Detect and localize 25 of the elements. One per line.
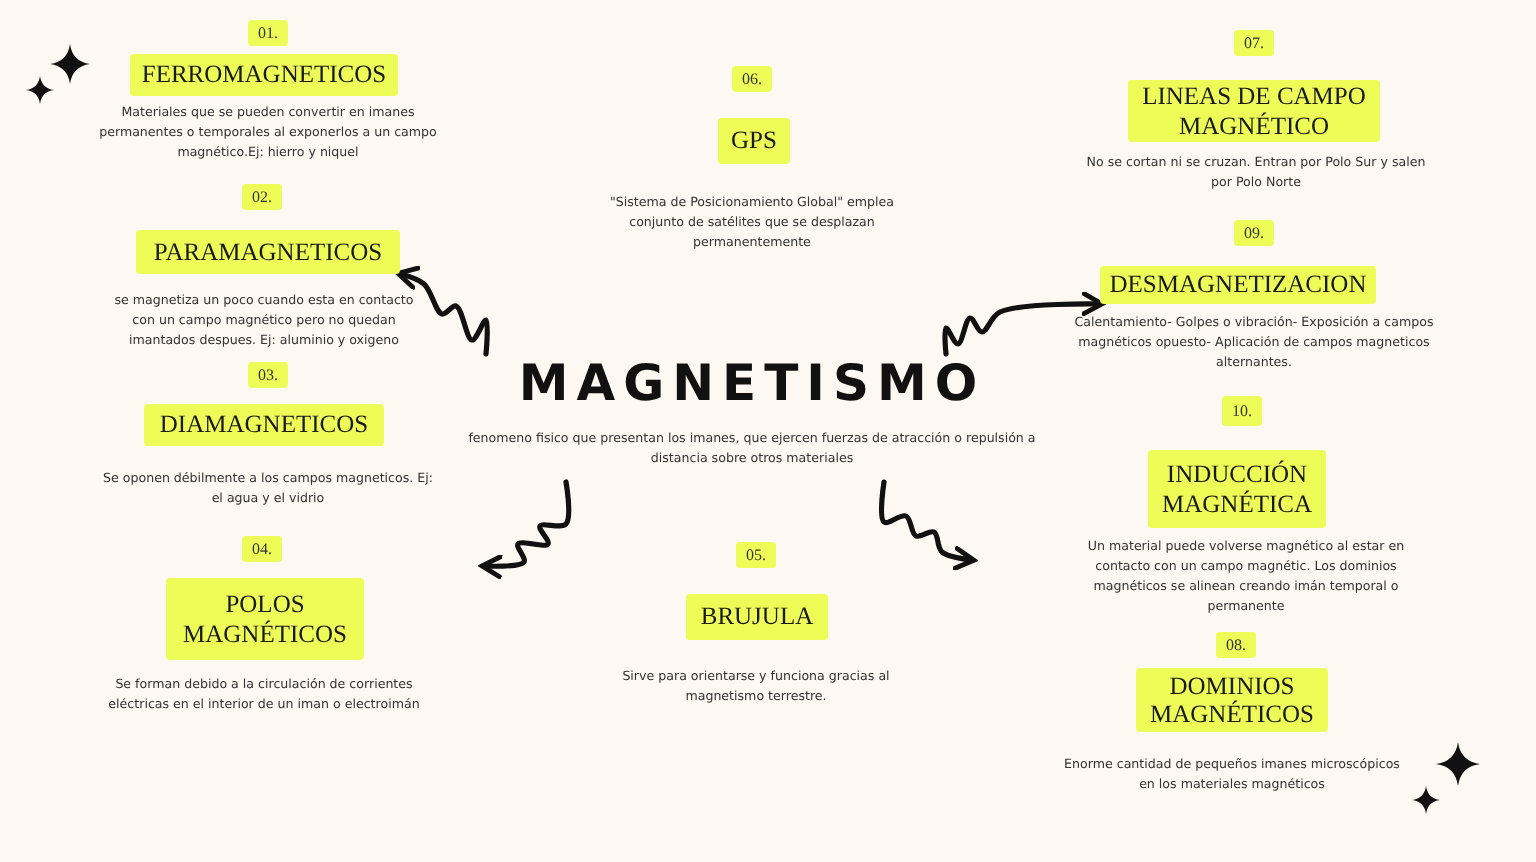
- number-badge: 07.: [1234, 30, 1274, 56]
- topic-heading: PARAMAGNETICOS: [136, 230, 400, 274]
- number-badge: 02.: [242, 184, 282, 210]
- squiggle-arrow: [942, 291, 1105, 357]
- number-badge: 05.: [736, 542, 776, 568]
- main-title: MAGNETISMO: [518, 354, 986, 412]
- number-badge: 01.: [248, 20, 288, 46]
- number-badge: 08.: [1216, 632, 1256, 658]
- topic-heading: POLOS MAGNÉTICOS: [166, 578, 364, 660]
- number-badge: 06.: [732, 66, 772, 92]
- topic-heading: INDUCCIÓN MAGNÉTICA: [1148, 450, 1326, 528]
- squiggle-arrow: [878, 479, 977, 571]
- topic-heading: LINEAS DE CAMPO MAGNÉTICO: [1128, 80, 1380, 142]
- topic-heading: GPS: [718, 118, 790, 164]
- topic-heading: DESMAGNETIZACION: [1100, 266, 1376, 304]
- squiggle-arrow: [479, 479, 572, 580]
- topic-heading: BRUJULA: [686, 594, 828, 640]
- topic-heading: DOMINIOS MAGNÉTICOS: [1136, 668, 1328, 732]
- number-badge: 04.: [242, 536, 282, 562]
- topic-heading: DIAMAGNETICOS: [144, 404, 384, 446]
- topic-heading: FERROMAGNETICOS: [130, 54, 398, 96]
- number-badge: 09.: [1234, 220, 1274, 246]
- squiggle-arrow: [395, 265, 490, 357]
- number-badge: 10.: [1222, 396, 1262, 426]
- number-badge: 03.: [248, 362, 288, 388]
